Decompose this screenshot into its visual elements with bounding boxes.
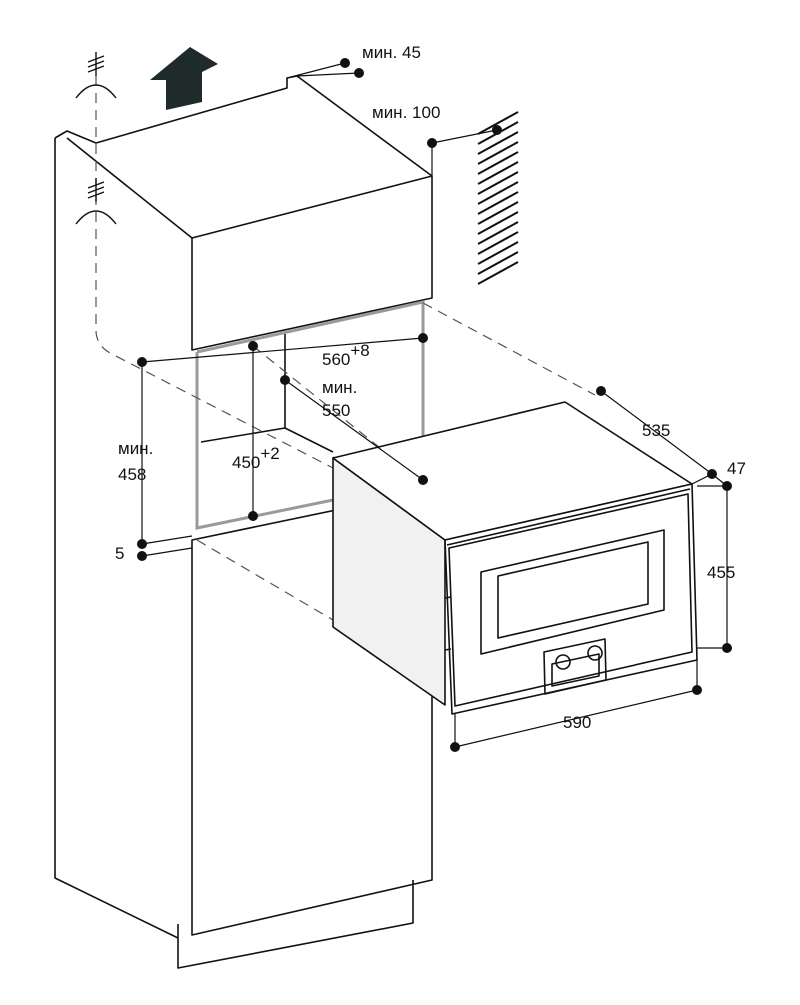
ground-symbol-icon (75, 178, 117, 225)
label-min550-value: 550 (322, 401, 350, 420)
label-min458-prefix: мин. (118, 439, 153, 458)
cabinet-left-side (54, 138, 179, 939)
dimension-dot (280, 375, 290, 385)
niche-opening (195, 300, 425, 530)
dimension-dot (427, 138, 437, 148)
dimension-dot (248, 511, 258, 521)
wall-hatch-line (477, 241, 519, 265)
dimension-dot (722, 643, 732, 653)
wall-hatch-line (477, 141, 519, 165)
control-knob-right-icon (587, 645, 603, 661)
wall-hatch-line (477, 161, 519, 185)
dimension-dots (137, 58, 732, 752)
cabinet-plinth (177, 880, 414, 969)
cabinet-front-edge-top (66, 137, 193, 239)
label-590: 590 (563, 713, 591, 732)
wall-hatch-line (477, 261, 519, 285)
wall-hatch-line (477, 181, 519, 205)
wall-hatch-line (477, 111, 519, 135)
exhaust-arrow-icon (150, 47, 218, 110)
wall-hatch-line (477, 151, 519, 175)
label-5: 5 (115, 544, 124, 563)
dimension-lines (141, 62, 728, 748)
dimension-dot (492, 125, 502, 135)
dimension-dot (692, 685, 702, 695)
control-panel (543, 638, 607, 695)
dim-line-min100 (431, 129, 498, 176)
dim-line-550 (284, 379, 424, 481)
wall-hatch-line (477, 201, 519, 225)
wall-hatch-line (477, 211, 519, 235)
cabinet-top-edge (54, 75, 433, 177)
appliance-hinge-marks (444, 596, 452, 651)
wall-hatch-line (477, 251, 519, 275)
label-560: 560+8 (322, 341, 370, 369)
dim-line-5 (141, 535, 193, 557)
dimension-dot (596, 386, 606, 396)
wall-hatch-line (477, 171, 519, 195)
dim-line-560 (141, 337, 424, 363)
dimension-dot (137, 539, 147, 549)
ground-symbol-icon (75, 52, 117, 99)
dim-line-min45 (286, 62, 360, 79)
dimension-dot (354, 68, 364, 78)
label-450: 450+2 (232, 444, 280, 472)
dimension-dot (340, 58, 350, 68)
dimension-dot (707, 469, 717, 479)
label-535: 535 (642, 421, 670, 440)
label-47: 47 (727, 459, 746, 478)
wall-hatch-line (477, 221, 519, 245)
label-min550-prefix: мин. (322, 378, 357, 397)
label-min458-value: 458 (118, 465, 146, 484)
top-panel (191, 175, 433, 351)
dimension-dot (137, 357, 147, 367)
appliance-front-inner (448, 493, 693, 707)
label-455: 455 (707, 563, 735, 582)
dimension-dot (137, 551, 147, 561)
dimension-dot (418, 475, 428, 485)
depth-projection-bottom (196, 539, 334, 621)
ground-symbols (75, 52, 117, 225)
control-knob-left-icon (555, 654, 571, 670)
depth-projection-top (422, 302, 596, 396)
label-min100: мин. 100 (372, 103, 440, 122)
wall-hatch-line (477, 231, 519, 255)
appliance-oven (332, 401, 698, 715)
control-display (551, 653, 600, 687)
dim-line-535 (600, 390, 713, 475)
cable-route (95, 76, 334, 469)
wall-hatch-icon (477, 111, 519, 285)
wall-hatch-line (477, 191, 519, 215)
label-min45: мин. 45 (362, 43, 421, 62)
dimension-dot (450, 742, 460, 752)
appliance-top-rim (446, 488, 691, 546)
appliance-window-inner (497, 541, 649, 639)
appliance-window-outer (480, 529, 665, 655)
dimension-labels: мин. 45 мин. 100 560+8 мин. 550 мин. 458… (115, 43, 746, 732)
dimension-dot (722, 481, 732, 491)
wall-hatch-line (477, 131, 519, 155)
dimension-dot (418, 333, 428, 343)
dimension-dot (248, 341, 258, 351)
